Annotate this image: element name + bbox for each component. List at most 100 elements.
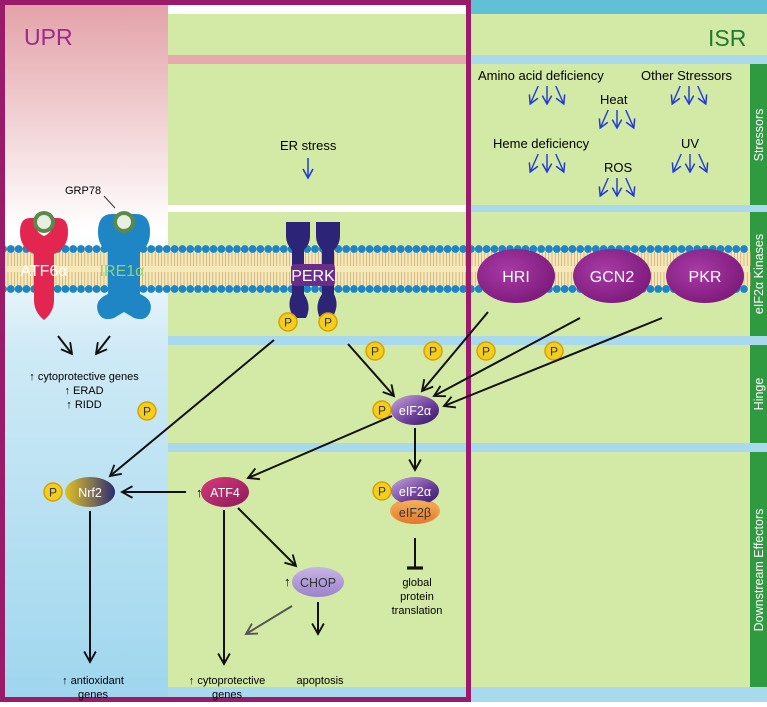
stressor-arrows — [528, 85, 709, 198]
phospho-badge: P — [476, 341, 496, 361]
stressor-uv: UV — [681, 136, 699, 151]
label-hinge: Hinge — [752, 378, 766, 411]
output-global-1: global — [402, 577, 431, 589]
atf4-label: ATF4 — [210, 486, 240, 500]
upr-output-erad: ↑ ERAD — [64, 385, 103, 397]
arrow-atf6-out — [57, 335, 74, 356]
stressor-arrow — [625, 177, 636, 198]
upr-title: UPR — [24, 24, 73, 50]
svg-text:GCN2: GCN2 — [590, 269, 635, 286]
stressors: Amino acid deficiency Other Stressors He… — [478, 68, 733, 175]
arrow-ire1-out — [94, 335, 111, 356]
output-antioxidant-1: ↑ antioxidant — [62, 675, 124, 687]
phospho-badge: P — [43, 482, 63, 502]
phospho-badge: P — [372, 481, 392, 501]
upr-output-cytoprotective: ↑ cytoprotective genes — [29, 371, 139, 383]
perk-receptor: PERK — [286, 222, 340, 318]
chop-up-arrow: ↑ — [284, 574, 291, 589]
grp78-pointer — [103, 195, 116, 209]
output-antioxidant-2: genes — [78, 689, 108, 701]
upr-output-ridd: ↑ RIDD — [66, 399, 102, 411]
svg-text:P: P — [429, 345, 437, 359]
node-eif2-complex: eIF2α eIF2β — [390, 477, 440, 524]
stressor-arrow — [670, 85, 681, 106]
stressor-arrow — [598, 109, 609, 130]
label-kinases: eIF2α Kinases — [752, 234, 766, 314]
arrow-chop-cyto — [244, 605, 293, 635]
stressor-heme: Heme deficiency — [493, 136, 590, 151]
arrow-gcn2-eif2a — [432, 317, 581, 398]
output-cyto-2: genes — [212, 689, 242, 701]
stressor-arrow — [625, 109, 636, 130]
stressor-arrow — [698, 153, 709, 174]
svg-text:HRI: HRI — [502, 269, 530, 286]
pathway-arrows — [57, 311, 663, 666]
grp78-label: GRP78 — [65, 185, 101, 197]
atf6-receptor: ATF6α — [20, 211, 68, 320]
output-global-2: protein — [400, 591, 434, 603]
svg-text:eIF2α: eIF2α — [399, 404, 431, 418]
phospho-badge: P — [137, 401, 157, 421]
stressor-ros: ROS — [604, 160, 633, 175]
node-nrf2: Nrf2 — [65, 477, 115, 507]
phospho-badge: P — [544, 341, 564, 361]
atf6-label: ATF6α — [20, 263, 67, 280]
svg-text:Nrf2: Nrf2 — [78, 486, 102, 500]
stressor-arrow — [528, 85, 539, 106]
svg-text:P: P — [371, 345, 379, 359]
perk-label: PERK — [291, 268, 335, 285]
svg-text:P: P — [378, 404, 386, 418]
svg-text:PKR: PKR — [689, 269, 722, 286]
stressor-arrow — [528, 153, 539, 174]
stressor-heat: Heat — [600, 92, 628, 107]
stressor-other: Other Stressors — [641, 68, 733, 83]
svg-text:P: P — [482, 345, 490, 359]
arrow-pkr-eif2a — [442, 317, 663, 409]
isr-title: ISR — [708, 25, 746, 51]
phospho-badge: P — [278, 312, 298, 332]
kinase-hri: HRI — [477, 249, 555, 303]
label-effectors: Downstream Effectors — [752, 509, 766, 632]
stressor-arrow — [671, 153, 682, 174]
svg-text:P: P — [378, 485, 386, 499]
phospho-badges: P P P P P P P P P P — [43, 312, 564, 502]
stressor-arrow — [697, 85, 708, 106]
phospho-badge: P — [365, 341, 385, 361]
svg-text:P: P — [324, 316, 332, 330]
stressor-arrow — [555, 153, 566, 174]
arrow-atf4-chop — [237, 507, 298, 568]
arrow-perk-nrf2 — [108, 339, 275, 478]
stressor-arrow — [555, 85, 566, 106]
arrow-perk-eif2a — [347, 343, 396, 398]
output-apoptosis: apoptosis — [296, 675, 344, 687]
node-atf4: ↑ ATF4 — [196, 477, 249, 507]
arrow-eif2a-atf4 — [246, 415, 393, 481]
eif2b-label: eIF2β — [399, 506, 431, 520]
output-cyto-1: ↑ cytoprotective — [189, 675, 265, 687]
er-stress-label: ER stress — [280, 138, 337, 153]
phospho-badge: P — [372, 400, 392, 420]
svg-text:P: P — [49, 486, 57, 500]
node-eif2a: eIF2α — [391, 395, 439, 425]
arrow-hri-eif2a — [420, 311, 489, 393]
atf4-up-arrow: ↑ — [196, 485, 203, 500]
svg-text:P: P — [284, 316, 292, 330]
upr-border — [0, 0, 471, 702]
label-stressors: Stressors — [752, 109, 766, 162]
chop-label: CHOP — [300, 576, 336, 590]
output-global-3: translation — [392, 605, 443, 617]
stressor-amino-acid: Amino acid deficiency — [478, 68, 604, 83]
phospho-badge: P — [423, 341, 443, 361]
svg-text:P: P — [143, 405, 151, 419]
kinase-gcn2: GCN2 — [573, 249, 651, 303]
eif2a-label: eIF2α — [399, 485, 431, 499]
svg-text:P: P — [550, 345, 558, 359]
ire1-receptor: IRE1α — [97, 211, 151, 320]
stressor-arrow — [598, 177, 609, 198]
kinase-pkr: PKR — [666, 249, 744, 303]
phospho-badge: P — [318, 312, 338, 332]
ire1-label: IRE1α — [100, 263, 145, 280]
node-chop: ↑ CHOP — [284, 567, 344, 597]
